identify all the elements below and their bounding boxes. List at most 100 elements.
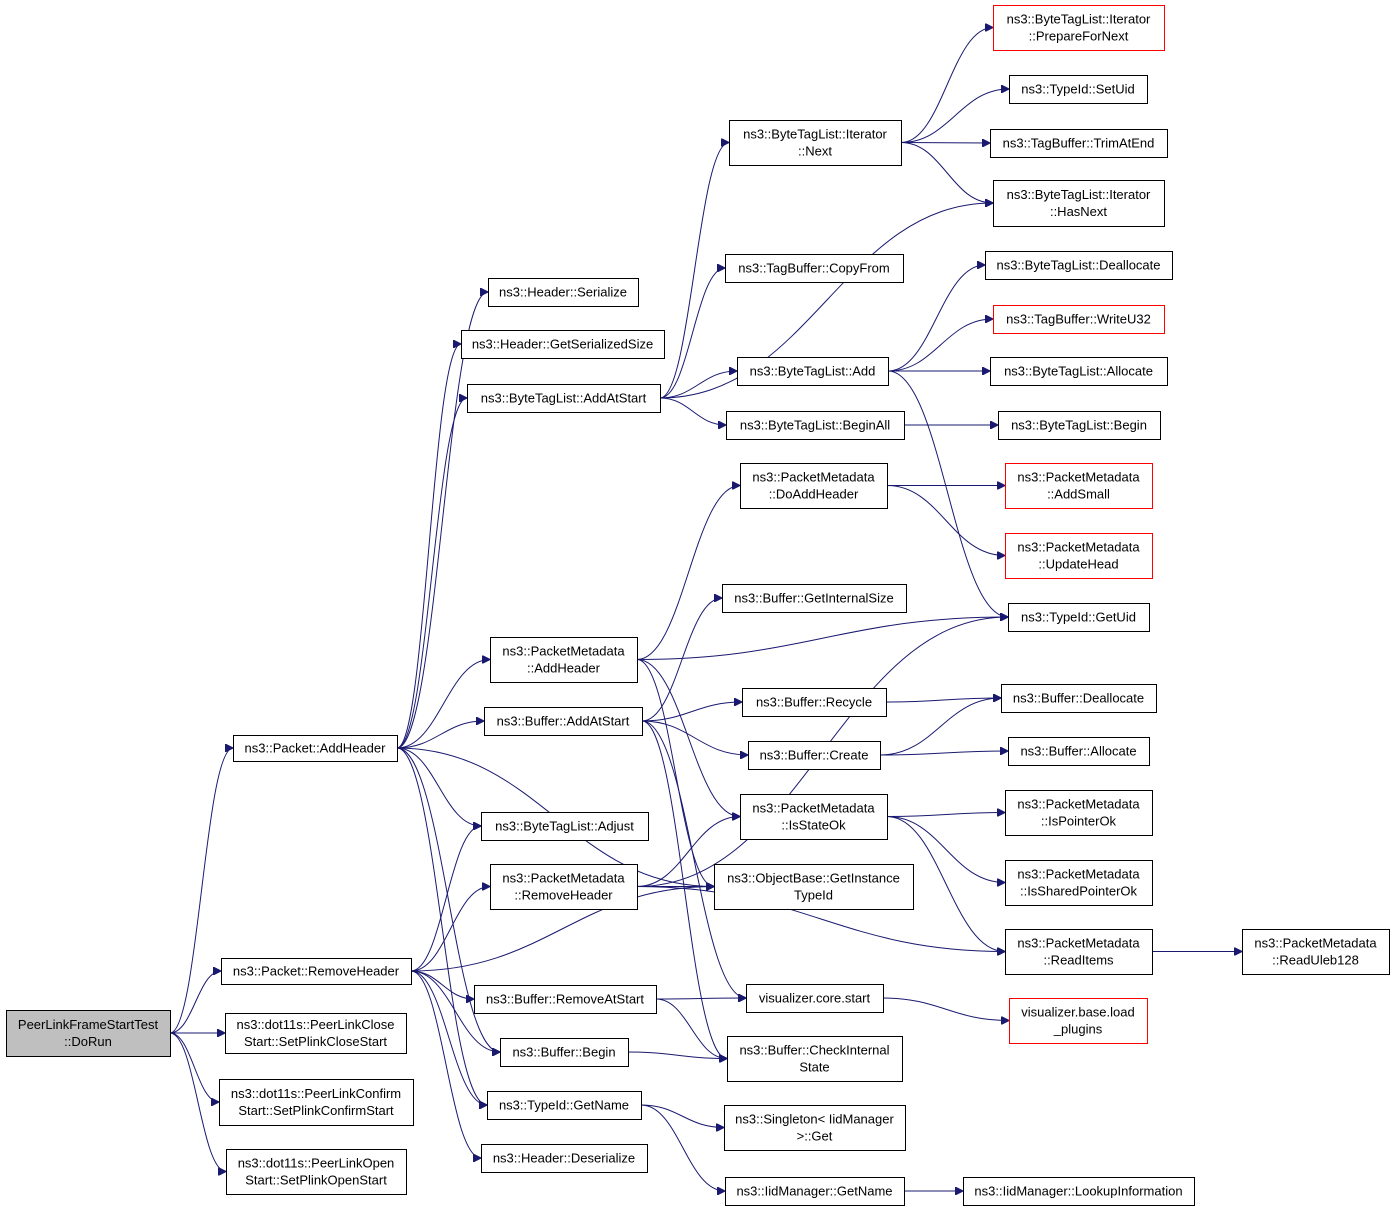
node-box (226, 1149, 407, 1195)
node-label: ns3::Buffer::CheckInternal (739, 1043, 889, 1058)
edge-pkt-addheader-to-buf-addatstart (396, 721, 484, 749)
node-box (742, 688, 887, 717)
node-box (998, 411, 1161, 440)
node-plo[interactable]: ns3::dot11s::PeerLinkOpenStart::SetPlink… (226, 1149, 407, 1195)
node-label: ::IsStateOk (781, 818, 846, 833)
node-buf-begin[interactable]: ns3::Buffer::Begin (500, 1038, 629, 1067)
edge-buf-addatstart-to-vis-core-start (641, 720, 746, 998)
node-tid-setuid[interactable]: ns3::TypeId::SetUid (1009, 75, 1148, 104)
node-buf-allocate[interactable]: ns3::Buffer::Allocate (1008, 737, 1150, 766)
edge-pm-addheader-to-pm-doaddheader (636, 486, 740, 660)
node-pkt-addheader[interactable]: ns3::Packet::AddHeader (233, 735, 398, 762)
node-box (1008, 737, 1150, 766)
call-edges (169, 28, 1242, 1192)
node-box (985, 251, 1173, 280)
node-box (993, 5, 1165, 51)
node-label: ns3::Header::Serialize (499, 285, 627, 300)
node-pm-issharedpointerok[interactable]: ns3::PacketMetadata::IsSharedPointerOk (1005, 860, 1153, 906)
node-pm-addheader[interactable]: ns3::PacketMetadata::AddHeader (490, 637, 638, 683)
edge-pkt-removeheader-to-buf-begin (410, 970, 500, 1052)
node-pm-readitems[interactable]: ns3::PacketMetadata::ReadItems (1005, 929, 1153, 975)
node-buf-recycle[interactable]: ns3::Buffer::Recycle (742, 688, 887, 717)
node-tb-copyfrom[interactable]: ns3::TagBuffer::CopyFrom (725, 254, 904, 283)
node-label: ns3::Singleton< IidManager (735, 1112, 894, 1127)
node-pm-updatehead[interactable]: ns3::PacketMetadata::UpdateHead (1005, 533, 1153, 579)
node-btl-allocate[interactable]: ns3::ByteTagList::Allocate (990, 357, 1168, 386)
node-box (1009, 75, 1148, 104)
node-label: ::RemoveHeader (514, 888, 613, 903)
node-btl-deallocate[interactable]: ns3::ByteTagList::Deallocate (985, 251, 1173, 280)
node-buf-create[interactable]: ns3::Buffer::Create (748, 741, 881, 770)
node-label: ns3::Buffer::Begin (512, 1045, 615, 1060)
node-pkt-removeheader[interactable]: ns3::Packet::RemoveHeader (221, 958, 412, 985)
edge-pkt-removeheader-to-tid-getname (410, 970, 487, 1105)
node-btli-prepfornext[interactable]: ns3::ByteTagList::Iterator::PrepareForNe… (993, 5, 1165, 51)
node-btli-hasnext[interactable]: ns3::ByteTagList::Iterator::HasNext (993, 180, 1165, 227)
node-box (746, 984, 884, 1013)
node-label: ns3::PacketMetadata (502, 644, 625, 659)
node-box (725, 1177, 905, 1206)
node-pm-removeheader[interactable]: ns3::PacketMetadata::RemoveHeader (490, 864, 638, 910)
node-pm-addsmall[interactable]: ns3::PacketMetadata::AddSmall (1005, 463, 1153, 509)
node-label: PeerLinkFrameStartTest (18, 1017, 159, 1032)
node-box (481, 812, 649, 841)
node-plc[interactable]: ns3::dot11s::PeerLinkCloseStart::SetPlin… (225, 1013, 407, 1054)
node-iid-lookupinfo[interactable]: ns3::IidManager::LookupInformation (963, 1177, 1195, 1206)
node-hdr-getsize[interactable]: ns3::Header::GetSerializedSize (461, 330, 665, 359)
node-hdr-serialize[interactable]: ns3::Header::Serialize (488, 278, 639, 307)
node-tid-getname[interactable]: ns3::TypeId::GetName (487, 1091, 642, 1120)
node-btl-addatstart[interactable]: ns3::ByteTagList::AddAtStart (467, 384, 661, 413)
edge-pm-removeheader-to-pm-isstateok (636, 817, 740, 887)
node-tid-getuid[interactable]: ns3::TypeId::GetUid (1008, 603, 1150, 632)
node-buf-getinternalsize[interactable]: ns3::Buffer::GetInternalSize (722, 584, 907, 613)
node-iid-getname[interactable]: ns3::IidManager::GetName (725, 1177, 905, 1206)
node-buf-addatstart[interactable]: ns3::Buffer::AddAtStart (484, 707, 643, 736)
node-label: ns3::TypeId::GetName (499, 1098, 629, 1113)
edge-pm-isstateok-to-pm-ispointerok (886, 813, 1005, 817)
node-label: ns3::Buffer::Create (760, 748, 869, 763)
node-btl-add[interactable]: ns3::ByteTagList::Add (737, 357, 889, 386)
node-label: ns3::PacketMetadata (1017, 540, 1140, 555)
node-pm-isstateok[interactable]: ns3::PacketMetadata::IsStateOk (740, 794, 888, 840)
edge-btl-addatstart-to-btli-hasnext (659, 203, 993, 399)
node-label: ns3::PacketMetadata (1017, 797, 1140, 812)
node-label: ns3::ByteTagList::Iterator (1007, 12, 1151, 27)
node-label: TypeId (794, 888, 833, 903)
node-tb-trimatend[interactable]: ns3::TagBuffer::TrimAtEnd (990, 129, 1168, 158)
node-vis-core-start[interactable]: visualizer.core.start (746, 984, 884, 1013)
node-tb-writeu32[interactable]: ns3::TagBuffer::WriteU32 (993, 305, 1165, 334)
node-pm-ispointerok[interactable]: ns3::PacketMetadata::IsPointerOk (1005, 790, 1153, 836)
node-box (221, 958, 412, 985)
node-label: ns3::ByteTagList::Deallocate (996, 258, 1160, 273)
edge-pm-isstateok-to-pm-readitems (886, 816, 1005, 952)
node-label: ns3::Buffer::RemoveAtStart (486, 992, 644, 1007)
node-hdr-deserialize[interactable]: ns3::Header::Deserialize (481, 1144, 648, 1173)
node-label: ::UpdateHead (1038, 557, 1118, 572)
node-label: ns3::TypeId::SetUid (1021, 82, 1134, 97)
node-plcf[interactable]: ns3::dot11s::PeerLinkConfirmStart::SetPl… (219, 1079, 414, 1126)
node-label: ::IsSharedPointerOk (1020, 884, 1138, 899)
edge-buf-addatstart-to-buf-checkinternalstate (641, 720, 727, 1059)
node-box (1001, 684, 1157, 713)
node-btl-adjust[interactable]: ns3::ByteTagList::Adjust (481, 812, 649, 841)
call-nodes: PeerLinkFrameStartTest::DoRun ns3::Packet… (6, 5, 1390, 1206)
node-btl-begin[interactable]: ns3::ByteTagList::Begin (998, 411, 1161, 440)
node-pm-readuleb128[interactable]: ns3::PacketMetadata::ReadUleb128 (1242, 929, 1390, 975)
node-box (724, 1105, 906, 1151)
node-box (1005, 533, 1153, 579)
edge-root-to-plo (169, 1032, 226, 1172)
node-root[interactable]: PeerLinkFrameStartTest::DoRun (6, 1010, 171, 1057)
node-box (714, 864, 914, 910)
edge-pkt-addheader-to-buf-begin (396, 747, 500, 1052)
node-btli-next[interactable]: ns3::ByteTagList::Iterator::Next (729, 120, 902, 166)
node-pm-doaddheader[interactable]: ns3::PacketMetadata::DoAddHeader (740, 463, 888, 509)
node-btl-beginall[interactable]: ns3::ByteTagList::BeginAll (726, 411, 905, 440)
node-box (737, 357, 889, 386)
node-buf-deallocate[interactable]: ns3::Buffer::Deallocate (1001, 684, 1157, 713)
edge-btl-addatstart-to-btl-add (659, 371, 737, 399)
node-singleton-get[interactable]: ns3::Singleton< IidManager>::Get (724, 1105, 906, 1151)
node-vis-base-loadplugins[interactable]: visualizer.base.load_plugins (1009, 998, 1148, 1044)
node-buf-removeatstart[interactable]: ns3::Buffer::RemoveAtStart (474, 985, 657, 1014)
